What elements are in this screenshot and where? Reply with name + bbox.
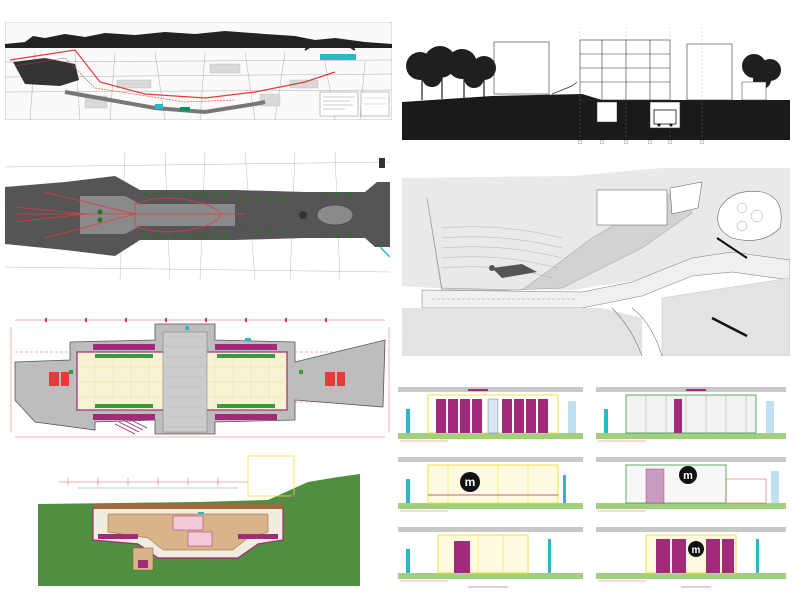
station-floor-plan	[5, 312, 395, 445]
plaza	[80, 196, 235, 234]
building-section	[402, 22, 790, 147]
red-oval	[134, 197, 221, 233]
elevation-1	[398, 387, 583, 442]
site-dark-block	[13, 58, 79, 86]
bridge-arch	[304, 40, 356, 51]
legend-block	[319, 91, 390, 117]
metro-logo-1	[460, 472, 480, 492]
station-long-section	[38, 452, 360, 586]
metro-logo-2	[679, 466, 697, 484]
main-road	[64, 90, 266, 115]
red-boundary	[9, 49, 336, 99]
metro-train	[653, 109, 677, 125]
stairs-bottom	[114, 417, 148, 435]
river	[320, 54, 356, 60]
avenue-plan	[5, 152, 390, 280]
escalators	[49, 372, 345, 386]
tree-rows	[97, 192, 351, 238]
skyline-silhouette	[5, 31, 392, 48]
metro-logo-glyph-2: m	[683, 470, 693, 482]
tree-cluster	[717, 191, 782, 241]
metro-logo-glyph-1: m	[465, 475, 476, 489]
ground-mass	[402, 94, 790, 140]
elevation-2	[596, 387, 786, 442]
trees-right	[742, 54, 781, 89]
yellow-frame	[247, 455, 295, 497]
station-site-plan	[402, 168, 790, 356]
station-buildings	[596, 181, 703, 226]
building-outlines	[493, 39, 733, 101]
elevation-6: m	[596, 527, 786, 588]
central-corridor	[162, 331, 208, 433]
metro-logo-glyph-3: m	[692, 545, 701, 556]
site-plan-strip	[5, 22, 392, 120]
entrance-elevations: m m	[398, 385, 790, 595]
elevation-5	[398, 527, 583, 588]
elevation-4: m	[596, 457, 786, 512]
roundabout	[316, 204, 354, 226]
trees-left	[406, 46, 496, 88]
metro-logo-3	[688, 541, 704, 557]
elevation-3: m	[398, 457, 583, 512]
